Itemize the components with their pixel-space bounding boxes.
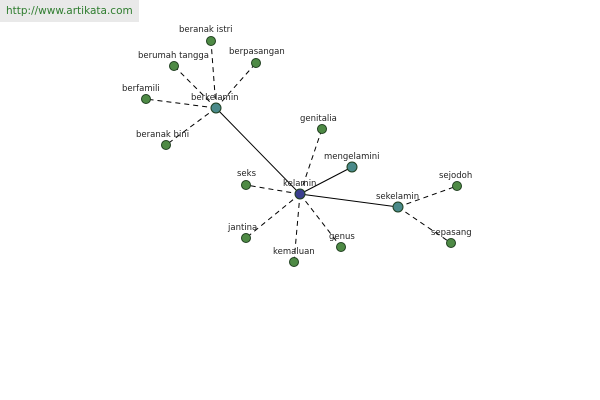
node-label-seks[interactable]: seks [237,169,257,179]
node-sekelamin[interactable] [392,201,404,213]
edge-sekelamin-sejodoh [397,185,458,208]
edge-berkelamin-berumah-tangga [173,65,217,109]
edge-kelamin-mengelamini [299,166,353,195]
node-sejodoh[interactable] [452,181,462,191]
node-label-mengelamini[interactable]: mengelamini [324,152,379,162]
edge-kelamin-sekelamin [299,193,399,208]
node-label-genitalia[interactable]: genitalia [300,114,337,124]
edges-layer [145,40,458,263]
node-genus[interactable] [336,242,346,252]
node-seks[interactable] [241,180,251,190]
node-label-berumah-tangga[interactable]: berumah tangga [138,51,209,61]
node-mengelamini[interactable] [346,161,358,173]
edge-kelamin-genus [299,193,342,248]
node-label-kemaluan[interactable]: kemaluan [273,247,315,257]
nodes-layer [141,36,462,267]
node-label-sepasang[interactable]: sepasang [431,228,472,238]
node-beranak-bini[interactable] [161,140,171,150]
node-kemaluan[interactable] [289,257,299,267]
watermark-url: http://www.artikata.com [0,0,139,22]
node-jantina[interactable] [241,233,251,243]
edge-berkelamin-beranak-bini [165,107,217,146]
edge-kelamin-jantina [245,193,301,239]
node-label-beranak-istri[interactable]: beranak istri [179,25,233,35]
node-genitalia[interactable] [317,124,327,134]
node-label-berpasangan[interactable]: berpasangan [229,47,285,57]
labels-layer: kelamin berkelamin mengelamini sekelamin ber… [122,25,472,257]
node-sepasang[interactable] [446,238,456,248]
edge-kelamin-genitalia [299,128,323,195]
node-beranak-istri[interactable] [206,36,216,46]
node-berkelamin[interactable] [210,102,222,114]
edge-berkelamin-berfamili [145,98,217,109]
node-berumah-tangga[interactable] [169,61,179,71]
edge-berkelamin-beranak-istri [210,40,217,109]
node-label-kelamin[interactable]: kelamin [283,179,316,189]
node-berpasangan[interactable] [251,58,261,68]
node-label-berfamili[interactable]: berfamili [122,84,160,94]
node-label-genus[interactable]: genus [329,232,355,242]
node-berfamili[interactable] [141,94,151,104]
node-kelamin[interactable] [294,188,306,200]
node-label-berkelamin[interactable]: berkelamin [191,93,239,103]
edge-berkelamin-berpasangan [215,62,257,109]
node-label-sejodoh[interactable]: sejodoh [439,171,472,181]
node-label-sekelamin[interactable]: sekelamin [376,192,419,202]
edge-kelamin-berkelamin [215,107,301,195]
node-label-jantina[interactable]: jantina [227,223,257,233]
edge-sekelamin-sepasang [397,206,452,244]
edge-kelamin-seks [245,184,301,195]
node-label-beranak-bini[interactable]: beranak bini [136,130,189,140]
edge-kelamin-kemaluan [293,193,301,263]
